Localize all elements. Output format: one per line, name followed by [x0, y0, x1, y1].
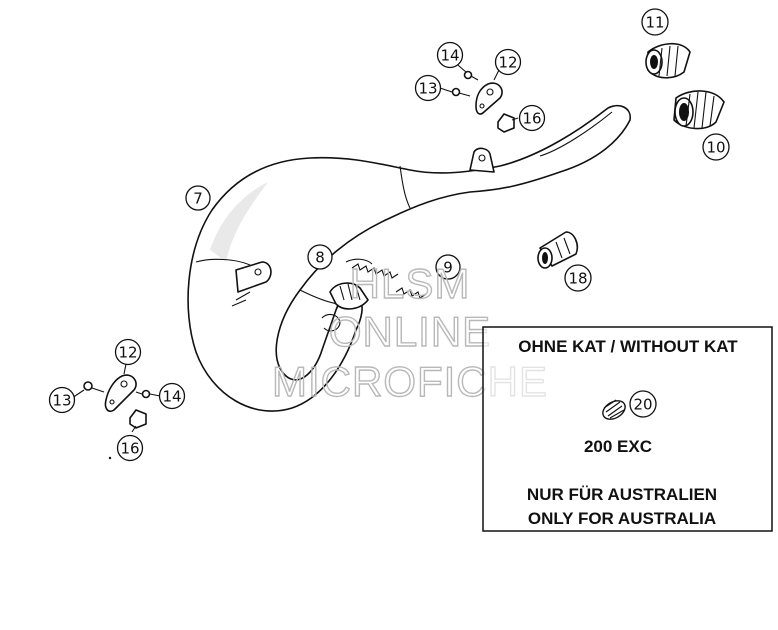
- svg-text:10: 10: [706, 139, 725, 157]
- callout-12-bottom: 12: [114, 338, 142, 366]
- inset-note-line2: ONLY FOR AUSTRALIA: [528, 509, 716, 528]
- nut-part-16-bottom[interactable]: [129, 409, 147, 429]
- callout-12-top: 12: [494, 48, 522, 76]
- svg-text:16: 16: [120, 440, 139, 458]
- svg-text:18: 18: [568, 270, 587, 288]
- callout-14-bottom: 14: [158, 382, 186, 410]
- svg-text:7: 7: [193, 190, 203, 208]
- bracket-part-12-bottom[interactable]: [104, 374, 137, 413]
- callout-11: 11: [641, 8, 669, 36]
- svg-text:14: 14: [162, 388, 181, 406]
- screw-part-13-bottom[interactable]: [83, 381, 105, 393]
- svg-text:14: 14: [440, 47, 459, 65]
- svg-text:9: 9: [443, 259, 453, 277]
- exhaust-pipe-part-7[interactable]: [187, 104, 631, 412]
- callout-13-top: 13: [414, 74, 442, 102]
- screw-part-14-bottom[interactable]: [135, 389, 151, 399]
- inset-title: OHNE KAT / WITHOUT KAT: [518, 337, 738, 356]
- callout-13-bottom: 13: [48, 386, 76, 414]
- callout-9: 9: [435, 254, 461, 280]
- callout-18: 18: [564, 264, 592, 292]
- callout-20: [629, 390, 657, 418]
- svg-text:16: 16: [522, 110, 541, 128]
- callout-16-bottom: 16: [116, 434, 144, 462]
- svg-text:8: 8: [315, 249, 325, 267]
- svg-text:HLSM: HLSM: [350, 260, 471, 307]
- callout-16-top: 16: [518, 104, 546, 132]
- svg-text:13: 13: [52, 392, 71, 410]
- svg-text:12: 12: [498, 54, 517, 72]
- callout-7: 7: [185, 185, 211, 211]
- screw-part-14-top[interactable]: [463, 70, 479, 81]
- callout-10: 10: [702, 133, 730, 161]
- inset-note-line1: NUR FÜR AUSTRALIEN: [527, 485, 717, 504]
- inset-model: 200 EXC: [584, 437, 652, 456]
- nut-part-16-top[interactable]: [497, 113, 515, 133]
- rubber-sleeve-part-10[interactable]: [673, 90, 725, 130]
- spring-part-9[interactable]: [321, 282, 369, 332]
- svg-text:12: 12: [118, 344, 137, 362]
- spring-part-8[interactable]: [345, 258, 427, 299]
- mesh-screen-part-20[interactable]: [600, 397, 629, 423]
- svg-text:ONLINE: ONLINE: [329, 308, 491, 355]
- callout-14-top: 14: [436, 41, 464, 69]
- callout-8: 8: [307, 244, 333, 270]
- svg-text:20: 20: [633, 396, 652, 414]
- stray-mark: [108, 456, 112, 460]
- inset-box-without-kat: OHNE KAT / WITHOUT KAT 20 200 EXC NUR FÜ…: [482, 326, 773, 532]
- bracket-part-12-top[interactable]: [475, 82, 503, 115]
- rubber-sleeve-part-11[interactable]: [645, 42, 691, 79]
- svg-text:13: 13: [418, 80, 437, 98]
- sleeve-part-18[interactable]: [537, 231, 579, 269]
- screw-part-13-top[interactable]: [451, 87, 471, 97]
- svg-text:11: 11: [645, 14, 664, 32]
